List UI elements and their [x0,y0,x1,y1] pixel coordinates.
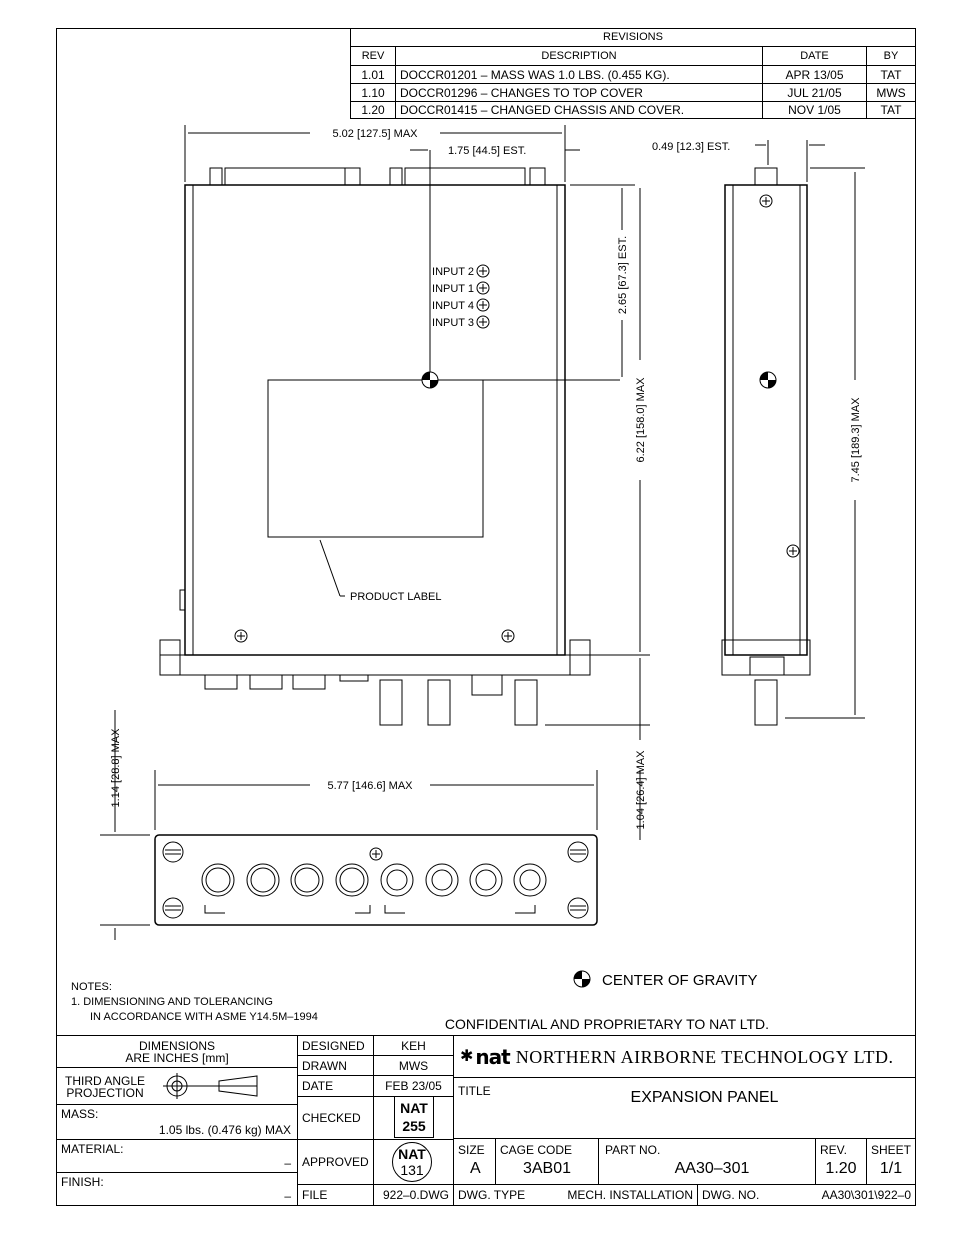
stamp-line: 131 [400,1162,424,1178]
checked-cell: NAT 255 [373,1096,454,1140]
finish-cell: FINISH: – [56,1172,298,1206]
nat-logo-icon: ✱ [460,1047,474,1065]
dwg-type-label: DWG. TYPE [458,1188,526,1202]
checked-stamp: NAT 255 [394,1097,434,1138]
dim-knob: 1.04 [26.4] MAX [635,750,647,830]
confidential-notice: CONFIDENTIAL AND PROPRIETARY TO NAT LTD. [445,1016,769,1032]
dim-cg-x: 1.75 [44.5] EST. [448,145,526,157]
cage-code-cell: CAGE CODE 3AB01 [495,1138,599,1185]
company-cell: ✱ nat NORTHERN AIRBORNE TECHNOLOGY LTD. [453,1035,916,1078]
top-view [159,150,620,726]
dwg-number-cell: DWG. NO. AA30\301\922–0 [697,1184,916,1206]
note-line: 1. DIMENSIONING AND TOLERANCING [71,996,273,1008]
sheet-cell: SHEET 1/1 [866,1138,916,1185]
finish-value: – [284,1189,291,1203]
dim-width-top: 5.02 [127.5] MAX [333,128,419,140]
mass-label: MASS: [61,1107,99,1121]
date-label: DATE [297,1075,374,1097]
input-label: INPUT 3 [432,317,474,329]
material-value: – [284,1156,291,1170]
mass-value: 1.05 lbs. (0.476 kg) MAX [158,1123,291,1137]
dwg-type-cell: DWG. TYPE MECH. INSTALLATION [453,1184,698,1206]
title-cell: TITLE EXPANSION PANEL [453,1077,916,1139]
dim-cg-y: 2.65 [67.3] EST. [617,236,629,314]
projection-cell: THIRD ANGLE PROJECTION [56,1067,298,1105]
designed-value: KEH [373,1035,454,1056]
dwg-number-value: AA30\301\922–0 [821,1188,911,1202]
drawn-value: MWS [373,1055,454,1076]
product-label-callout: PRODUCT LABEL [350,591,442,603]
units-line1: DIMENSIONS [138,1039,215,1053]
size-cell: SIZE A [453,1138,496,1185]
stamp-line: 255 [402,1118,426,1134]
projection-line1: THIRD ANGLE [65,1074,146,1088]
date-value: FEB 23/05 [373,1075,454,1097]
center-of-gravity-icon [421,371,439,389]
input-label: INPUT 4 [432,300,474,312]
projection-label: THIRD ANGLE PROJECTION [65,1075,145,1099]
notes-title: NOTES: [71,981,112,993]
size-value: A [470,1160,481,1177]
note-line: IN ACCORDANCE WITH ASME Y14.5M–1994 [90,1011,318,1023]
dwg-number-label: DWG. NO. [702,1188,760,1202]
company-name: NORTHERN AIRBORNE TECHNOLOGY LTD. [515,1046,894,1067]
projection-line2: PROJECTION [66,1086,144,1100]
rev-label: REV. [820,1143,847,1157]
drawing-title: EXPANSION PANEL [630,1089,779,1106]
front-view [100,710,598,940]
mass-cell: MASS: 1.05 lbs. (0.476 kg) MAX [56,1104,298,1140]
cage-code-label: CAGE CODE [500,1143,573,1157]
rev-value: 1.20 [825,1160,857,1177]
nat-logo: nat [475,1044,510,1069]
finish-label: FINISH: [61,1175,104,1189]
file-label: FILE [297,1184,374,1206]
stamp-line: NAT [400,1100,428,1116]
center-of-gravity-legend-icon [573,970,591,988]
dwg-type-value: MECH. INSTALLATION [567,1188,693,1202]
by-cell: TAT [866,101,916,119]
part-number-cell: PART NO. AA30–301 [598,1138,816,1185]
side-view [721,140,865,726]
approved-cell: NAT 131 [373,1139,454,1185]
dim-cg-side: 0.49 [12.3] EST. [652,141,730,153]
material-label: MATERIAL: [61,1142,124,1156]
input-label: INPUT 2 [432,266,474,278]
approved-label: APPROVED [297,1139,374,1185]
cage-code-value: 3AB01 [522,1160,572,1177]
file-value: 922–0.DWG [373,1184,454,1206]
part-number-value: AA30–301 [674,1160,750,1177]
stamp-line: NAT [398,1146,426,1162]
sheet-label: SHEET [871,1143,912,1157]
drawn-label: DRAWN [297,1055,374,1076]
title-label: TITLE [458,1084,491,1098]
part-number-label: PART NO. [605,1143,661,1157]
front-connectors [201,863,547,897]
center-of-gravity-icon [759,371,777,389]
dim-length: 6.22 [158.0] MAX [635,377,647,463]
dim-front-height: 1.14 [28.8] MAX [110,728,122,808]
material-cell: MATERIAL: – [56,1139,298,1173]
dim-front-width: 5.77 [146.6] MAX [328,780,414,792]
rev-cell: REV. 1.20 [815,1138,867,1185]
input-label: INPUT 1 [432,283,474,295]
designed-label: DESIGNED [297,1035,374,1056]
size-label: SIZE [458,1143,485,1157]
product-label-area [267,379,484,538]
input-connector-icons [476,264,490,329]
center-of-gravity-label: CENTER OF GRAVITY [602,972,758,989]
units-cell: DIMENSIONS ARE INCHES [mm] [56,1035,298,1068]
checked-label: CHECKED [297,1096,374,1140]
dim-side-length: 7.45 [189.3] MAX [850,397,862,483]
sheet-value: 1/1 [879,1160,903,1177]
third-angle-projection-icon [163,1073,258,1099]
units-line2: ARE INCHES [mm] [125,1051,229,1065]
approved-stamp: NAT 131 [392,1142,432,1182]
